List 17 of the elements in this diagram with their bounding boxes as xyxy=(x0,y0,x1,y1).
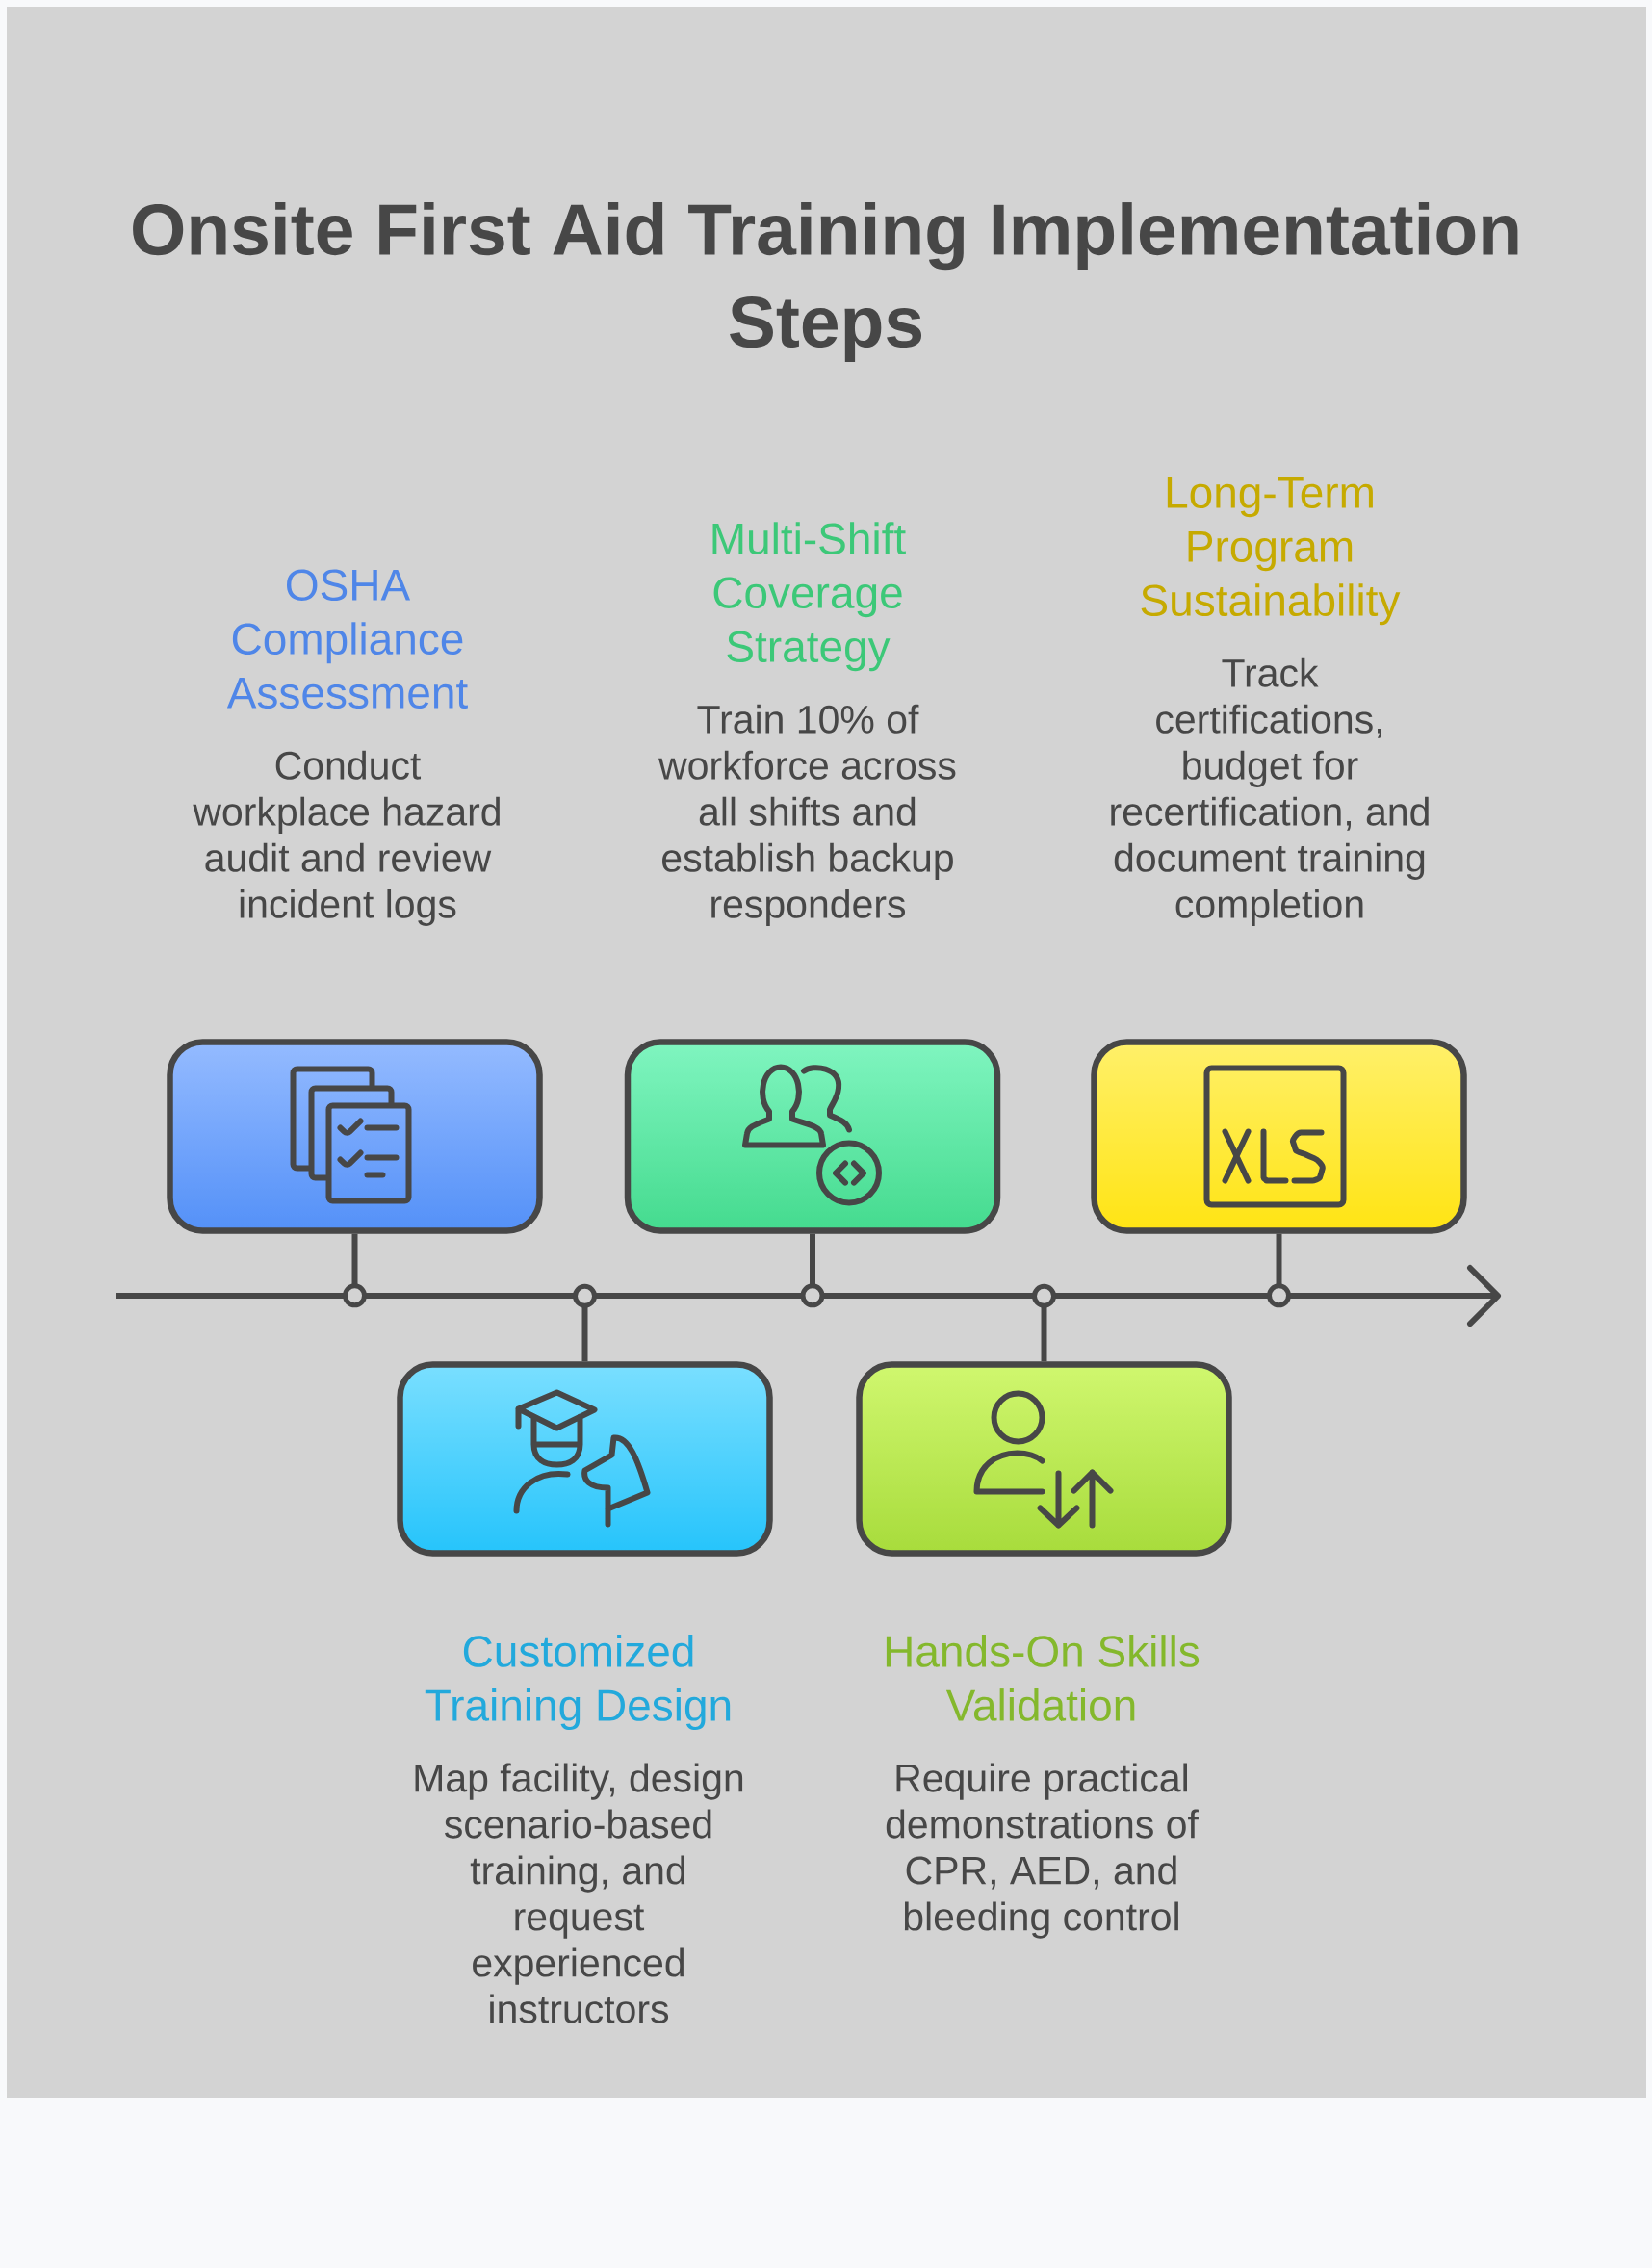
connector-line xyxy=(800,1233,825,1308)
step-description: Require practical demonstrations of CPR, AED, and bleeding control xyxy=(886,1763,1199,1939)
title: Onsite First Aid Training Implementation Steps xyxy=(133,202,1518,362)
step-heading: OSHA Compliance Assessment xyxy=(226,569,468,709)
step-description: Train 10% of workforce across all shifts and establish backup responders xyxy=(658,704,956,926)
step-heading: Hands-On Skills Validation xyxy=(886,1635,1200,1721)
connector-line xyxy=(1032,1283,1056,1362)
step-heading: Multi-Shift Coverage Strategy xyxy=(712,522,906,672)
step-heading: Customized Training Design xyxy=(425,1635,731,1730)
step-heading: Long-Term Program Sustainability xyxy=(1141,477,1401,626)
connector-line xyxy=(343,1233,367,1308)
connector-line xyxy=(573,1283,597,1362)
timeline-arrow xyxy=(116,1265,1501,1327)
connector-line xyxy=(1267,1233,1291,1308)
step-description: Conduct workplace hazard audit and review incident logs xyxy=(193,750,500,926)
step-description: Map facility, design scenario-based training, and request experienced instructors xyxy=(415,1763,743,2023)
step-description: Track certifications, budget for recertification, and document training completion xyxy=(1111,657,1429,926)
